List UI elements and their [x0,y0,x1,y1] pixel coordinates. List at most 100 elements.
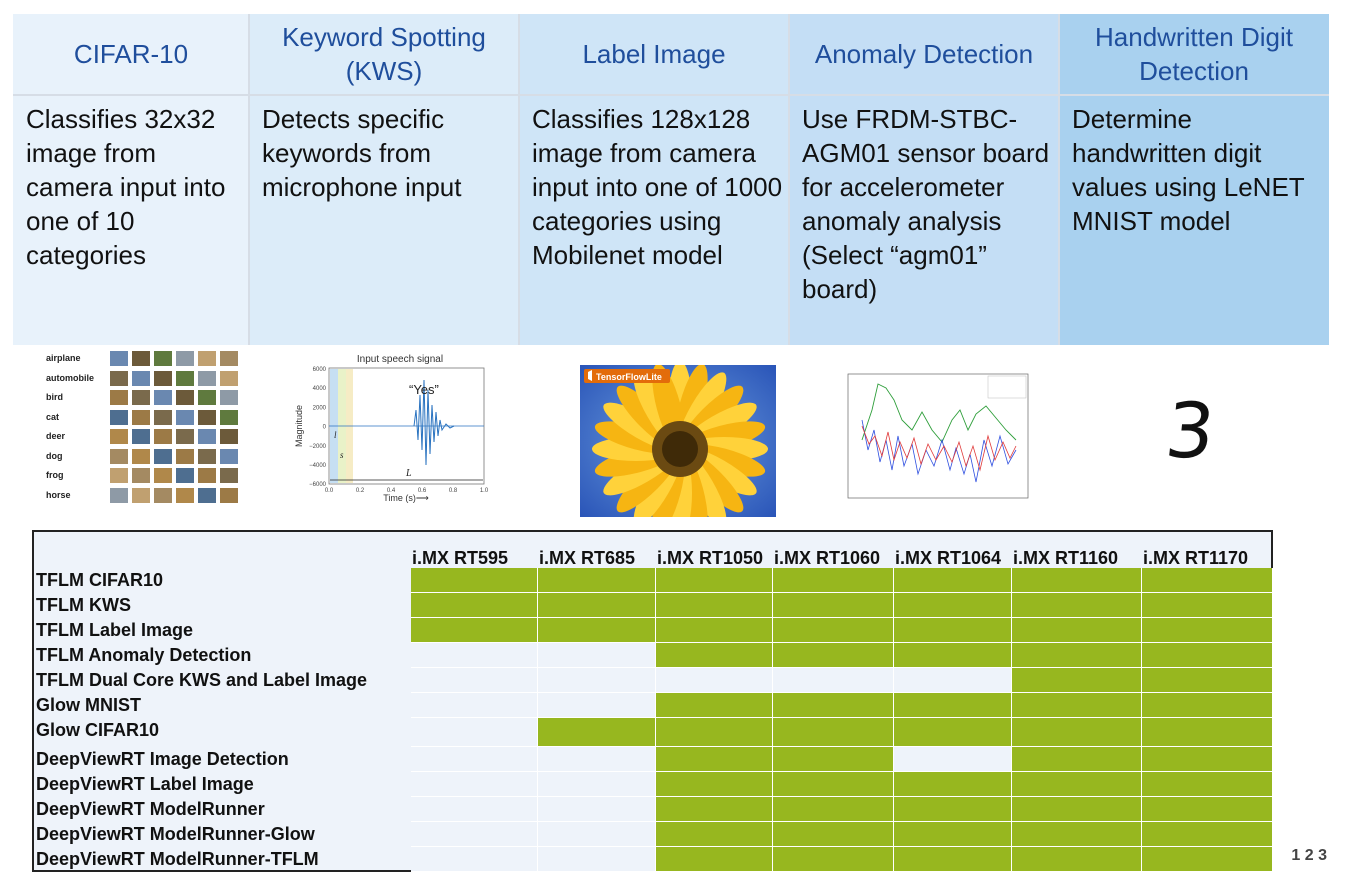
feature-kws: Keyword Spotting (KWS) Detects specific … [249,14,519,345]
cifar-sample-image [198,370,216,386]
feature-title: Label Image [582,39,726,69]
cifar-class-label: deer [46,431,66,441]
matrix-cell-supported [773,822,894,847]
cifar-sample-image [110,468,128,483]
matrix-cell-supported [773,593,894,618]
cifar-class-label: automobile [46,372,95,383]
tflite-logo-icon [588,370,592,381]
matrix-column-header: i.MX RT1160 [1013,548,1119,568]
matrix-cell-supported [411,593,538,618]
cifar-sample-image [132,429,150,444]
matrix-cell-supported [1012,618,1142,643]
matrix-cell-unsupported [538,772,656,797]
matrix-cell-supported [894,822,1012,847]
speech-signal-plot: Input speech signal “Yes” Magnitude 6000… [294,354,489,503]
matrix-column-header: i.MX RT1060 [774,548,881,568]
matrix-cell-supported [773,618,894,643]
matrix-cell-supported [1012,797,1142,822]
speech-ytick: −2000 [309,444,327,450]
matrix-cell-supported [773,772,894,797]
column-divider [248,14,250,345]
matrix-cell-supported [656,797,773,822]
feature-cifar10: CIFAR-10 Classifies 32x32 image from cam… [13,14,249,345]
matrix-cell-supported [656,747,773,772]
matrix-cell-supported [894,693,1012,718]
page-number: 1 2 3 [1291,847,1327,864]
speech-ytick: 2000 [313,405,327,411]
matrix-cell-supported [894,772,1012,797]
cifar-sample-image [220,390,238,405]
handwritten-digit: 3 [1161,385,1219,475]
matrix-cell-supported [773,747,894,772]
mark-l: l [334,430,337,440]
cifar-sample-image [220,448,238,464]
cifar-sample-image [154,390,172,405]
speech-annotation: “Yes” [409,382,439,397]
cifar-sample-image [220,370,238,386]
cifar-sample-image [198,448,216,464]
cifar-class-label: cat [46,411,60,422]
matrix-cell-supported [1012,568,1142,593]
cifar-sample-image [176,370,194,386]
matrix-cell-supported [1142,822,1273,847]
cifar-sample-image [110,351,128,366]
column-divider [788,14,790,345]
cifar-sample-image [176,429,194,444]
cifar-class-label: airplane [46,353,81,363]
mark-L: L [405,468,412,479]
matrix-cell-unsupported [411,668,538,693]
matrix-cell-supported [1142,618,1273,643]
header-divider [13,94,1329,96]
matrix-column-header: i.MX RT1170 [1143,548,1249,568]
feature-title: CIFAR-10 [73,39,189,69]
matrix-cell-supported [1142,797,1273,822]
sunflower-image: TensorFlowLite [580,365,776,517]
feature-table: CIFAR-10 Classifies 32x32 image from cam… [13,14,1329,345]
speech-xlabel: Time (s)⟶ [383,493,429,503]
speech-xtick: 1.0 [480,488,489,494]
matrix-cell-supported [656,718,773,747]
feature-description: Classifies 128x128 image from camera inp… [532,104,783,270]
cifar-sample-image [220,429,238,444]
speech-xtick: 0.4 [387,488,396,494]
matrix-cell-supported [1012,643,1142,668]
matrix-column-header: i.MX RT1064 [895,548,1002,568]
feature-title: Keyword Spotting (KWS) [282,22,486,86]
matrix-cell-unsupported [894,668,1012,693]
speech-xtick: 0.8 [449,488,458,494]
column-divider [518,14,520,345]
cifar-sample-image [176,409,194,425]
matrix-cell-supported [1142,568,1273,593]
cifar-sample-image [110,370,128,386]
matrix-cell-supported [538,593,656,618]
speech-ytick: −6000 [309,482,327,488]
matrix-cell-unsupported [411,718,538,747]
matrix-cell-supported [773,847,894,872]
cifar-sample-image [154,468,172,483]
cifar-class-label: bird [46,392,63,402]
matrix-row-label: TFLM Anomaly Detection [36,645,252,665]
speech-xtick: 0.0 [325,488,334,494]
cifar-sample-image [176,468,194,483]
cifar-sample-image [220,487,238,503]
cifar-sample-image [198,487,216,503]
cifar-sample-image [132,390,150,405]
matrix-cell-unsupported [538,822,656,847]
matrix-cell-supported [1142,847,1273,872]
matrix-cell-supported [1012,822,1142,847]
cifar-sample-image [176,351,194,366]
matrix-cell-unsupported [411,797,538,822]
cifar-sample-image [132,351,150,366]
cifar-sample-image [110,487,128,503]
matrix-cell-supported [773,797,894,822]
cifar-sample-image [154,487,172,503]
matrix-cell-supported [656,822,773,847]
matrix-cell-supported [411,618,538,643]
matrix-cell-supported [538,718,656,747]
matrix-row-label: DeepViewRT ModelRunner-Glow [36,824,315,844]
cifar-sample-image [110,409,128,425]
matrix-cell-unsupported [411,822,538,847]
matrix-row-label: Glow MNIST [36,695,141,715]
